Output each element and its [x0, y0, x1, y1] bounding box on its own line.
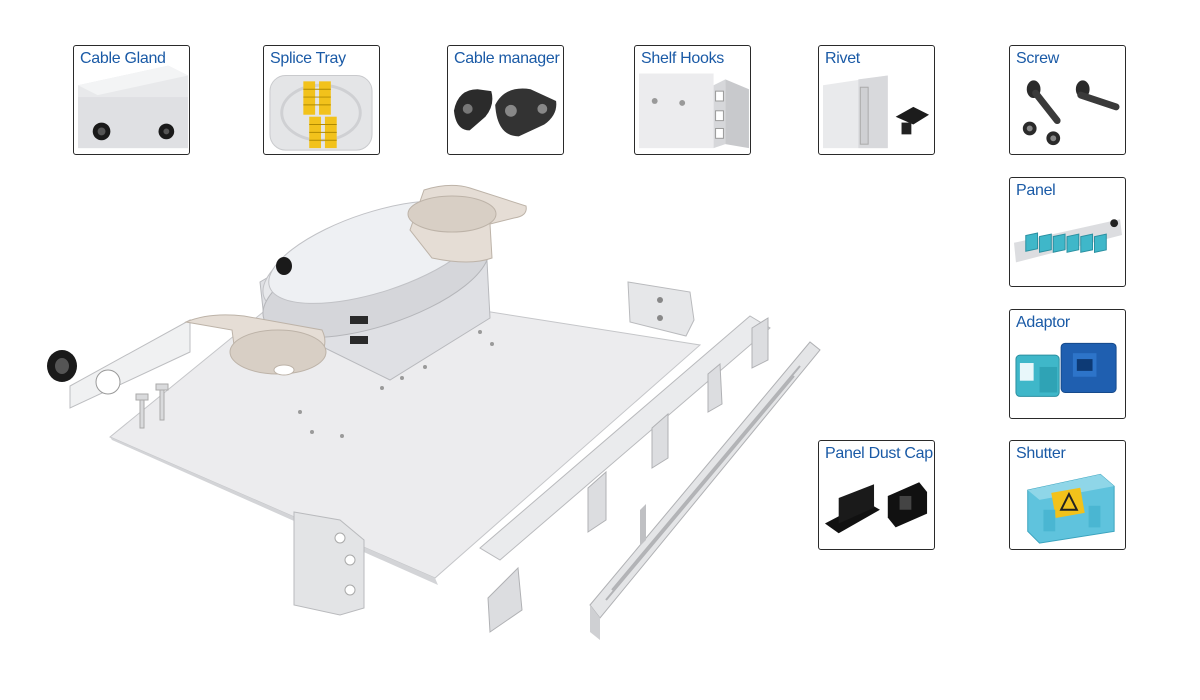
card-panel-dust-cap: Panel Dust Cap: [818, 440, 935, 550]
card-screw: Screw: [1009, 45, 1126, 155]
card-cable-manager: Cable manager: [447, 45, 564, 155]
card-cable-gland: Cable Gland: [73, 45, 190, 155]
adaptor-icon: [1015, 342, 1117, 397]
cable-manager-rear: [407, 184, 527, 263]
card-label: Cable Gland: [80, 50, 166, 67]
screw-icon: [1022, 80, 1120, 146]
enclosure-exploded-view-illustration: [47, 184, 821, 640]
card-label: Shelf Hooks: [641, 50, 724, 67]
card-label: Shutter: [1016, 445, 1066, 462]
card-rivet: Rivet: [818, 45, 935, 155]
card-label: Cable manager: [454, 50, 560, 67]
rear-bracket: [627, 281, 695, 337]
splice-tray-icon: [269, 74, 373, 151]
card-panel: Panel: [1009, 177, 1126, 287]
card-adaptor: Adaptor: [1009, 309, 1126, 419]
panel-dust-cap-icon: [824, 482, 928, 534]
card-label: Rivet: [825, 50, 860, 67]
card-splice-tray: Splice Tray: [263, 45, 380, 155]
panel-icon: [1013, 219, 1122, 263]
front-rail: [479, 315, 771, 561]
card-label: Adaptor: [1016, 314, 1070, 331]
card-label: Screw: [1016, 50, 1059, 67]
shelf-hooks-icon: [638, 73, 749, 149]
card-shutter: Shutter: [1009, 440, 1126, 550]
card-label: Splice Tray: [270, 50, 346, 67]
cable-manager-front: [184, 314, 327, 376]
shutter-icon: [1027, 473, 1115, 544]
card-label: Panel Dust Cap: [825, 445, 933, 462]
cable-manager-icon: [453, 88, 557, 137]
card-shelf-hooks: Shelf Hooks: [634, 45, 751, 155]
rivet-icon: [822, 75, 930, 149]
card-label: Panel: [1016, 182, 1056, 199]
cable-gland-icon: [77, 65, 188, 149]
